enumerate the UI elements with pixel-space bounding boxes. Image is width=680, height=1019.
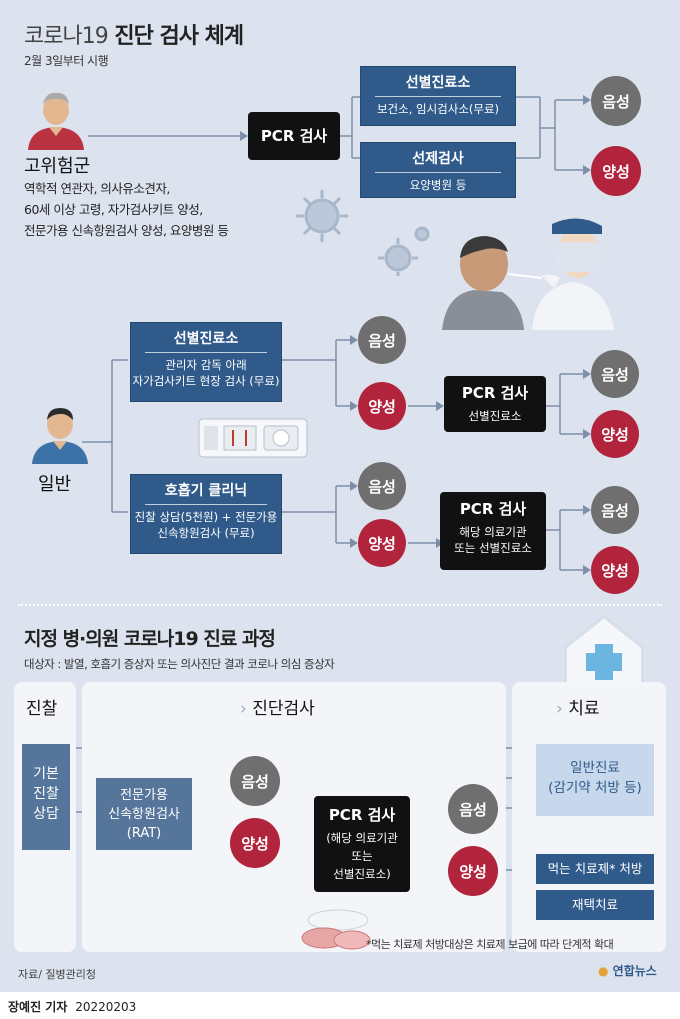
box-title: 선별진료소 [173,331,239,347]
care-line: 일반진료 [570,760,620,776]
column-test-label: › 진단검사 [240,694,315,719]
positive-badge: 양성 [591,410,639,458]
footnote: *먹는 치료제 처방대상은 치료제 보급에 따라 단계적 확대 [366,938,614,951]
column-treat-label: › 치료 [556,694,600,719]
process-target: 대상자 : 발열, 호흡기 증상자 또는 의사진단 결과 코로나 의심 증상자 [24,657,335,671]
box-title: 선별진료소 [405,75,471,91]
general-care-box: 일반진료 (감기약 처방 등) [536,744,654,816]
pcr-sub: 선별진료소 [468,409,522,423]
box-body-line: 관리자 감독 아래 [165,358,247,372]
care-line: (감기약 처방 등) [548,780,642,796]
basic-exam-box: 기본 진찰 상담 [22,744,70,850]
elderly-person-icon [28,92,84,150]
swab-test-illustration [442,218,614,330]
credit-line: 장예진 기자 20220203 [8,998,136,1015]
respiratory-clinic-box: 호흡기 클리닉 진찰 상담(5천원) + 전문가용 신속항원검사 (무료) [130,474,282,554]
pcr-title: PCR 검사 [459,500,527,518]
source-text: 자료/ 질병관리청 [18,968,97,981]
rat-line: 신속항원검사 [108,807,180,822]
test-kit-icon [198,418,308,458]
subtitle: 2월 3일부터 시행 [24,54,109,68]
box-body: 보건소, 임시검사소(무료) [376,102,500,116]
high-risk-label: 고위험군 [24,156,91,177]
basic-line: 진찰 [33,786,59,802]
pcr-title: PCR 검사 [328,806,396,824]
box-body: 요양병원 등 [409,178,467,192]
high-risk-description: 역학적 연관자, 의사유소견자, 60세 이상 고령, 자가검사키트 양성, 전… [24,178,229,241]
logo-mark-icon: ● [598,964,609,978]
box-title: 선제검사 [412,151,464,167]
reporter-name: 장예진 기자 [8,1000,68,1014]
process-title: 지정 병·의원 코로나19 진료 과정 [24,628,276,650]
negative-badge: 음성 [591,76,641,126]
box-body-line: 자가검사키트 현장 검사 (무료) [132,374,280,388]
section-divider [18,604,662,606]
page-title: 코로나19 진단 검사 체계 [24,18,244,50]
pills-icon [301,909,371,950]
news-logo: ● 연합뉴스 [598,962,657,979]
positive-badge: 양성 [448,846,498,896]
chevron-right-icon: › [556,699,563,719]
positive-badge: 양성 [230,818,280,868]
home-treatment-box: 재택치료 [536,890,654,920]
general-pcr-box-1: PCR 검사 선별진료소 [444,376,546,432]
positive-badge: 양성 [591,146,641,196]
box-body-line: 진찰 상담(5천원) + 전문가용 [134,510,278,524]
person-icon [32,408,88,464]
title-bold: 진단 검사 체계 [114,24,244,49]
column-exam-label: 진찰 [26,699,58,719]
title-light: 코로나19 [24,24,109,49]
negative-badge: 음성 [358,316,406,364]
high-risk-desc-line: 역학적 연관자, 의사유소견자, [24,181,170,196]
high-risk-screening-box: 선별진료소 보건소, 임시검사소(무료) [360,66,516,126]
chevron-right-icon: › [240,699,247,719]
pcr-sub-line: 또는 선별진료소 [454,541,532,555]
hospital-icon [562,613,646,685]
negative-badge: 음성 [448,784,498,834]
logo-text: 연합뉴스 [612,964,657,978]
process-pcr-box: PCR 검사 (해당 의료기관 또는 선별진료소) [314,796,410,892]
rat-line: (RAT) [126,826,162,841]
infographic-canvas: 코로나19 진단 검사 체계 2월 3일부터 시행 고위험군 역학적 연관자, … [0,0,680,992]
negative-badge: 음성 [591,350,639,398]
column-test-text: 진단검사 [252,699,315,719]
basic-line: 상담 [33,806,59,822]
general-screening-box: 선별진료소 관리자 감독 아래 자가검사키트 현장 검사 (무료) [130,322,282,402]
general-label: 일반 [38,474,72,495]
positive-badge: 양성 [358,519,406,567]
pcr-title: PCR 검사 [461,384,529,402]
box-title: 호흡기 클리닉 [164,483,248,499]
rat-line: 전문가용 [120,788,168,803]
positive-badge: 양성 [358,382,406,430]
pcr-sub-line: 또는 [351,849,373,863]
high-risk-pcr-box: PCR 검사 [248,112,340,160]
high-risk-desc-line: 전문가용 신속항원검사 양성, 요양병원 등 [24,223,229,238]
pcr-sub-line: 해당 의료기관 [459,525,527,539]
negative-badge: 음성 [358,462,406,510]
box-body-line: 신속항원검사 (무료) [157,526,255,540]
column-treat-text: 치료 [568,699,600,719]
pcr-sub-line: (해당 의료기관 [326,831,398,845]
oral-treatment-box: 먹는 치료제* 처방 [536,854,654,884]
negative-badge: 음성 [591,486,639,534]
pcr-sub-line: 선별진료소) [333,867,391,881]
rat-box: 전문가용 신속항원검사 (RAT) [96,778,192,850]
basic-line: 기본 [33,766,59,782]
high-risk-desc-line: 60세 이상 고령, 자가검사키트 양성, [24,202,203,217]
virus-illustration [296,190,430,276]
publish-date: 20220203 [75,1000,137,1014]
positive-badge: 양성 [591,546,639,594]
negative-badge: 음성 [230,756,280,806]
general-pcr-box-2: PCR 검사 해당 의료기관 또는 선별진료소 [440,492,546,570]
high-risk-preemptive-box: 선제검사 요양병원 등 [360,142,516,198]
